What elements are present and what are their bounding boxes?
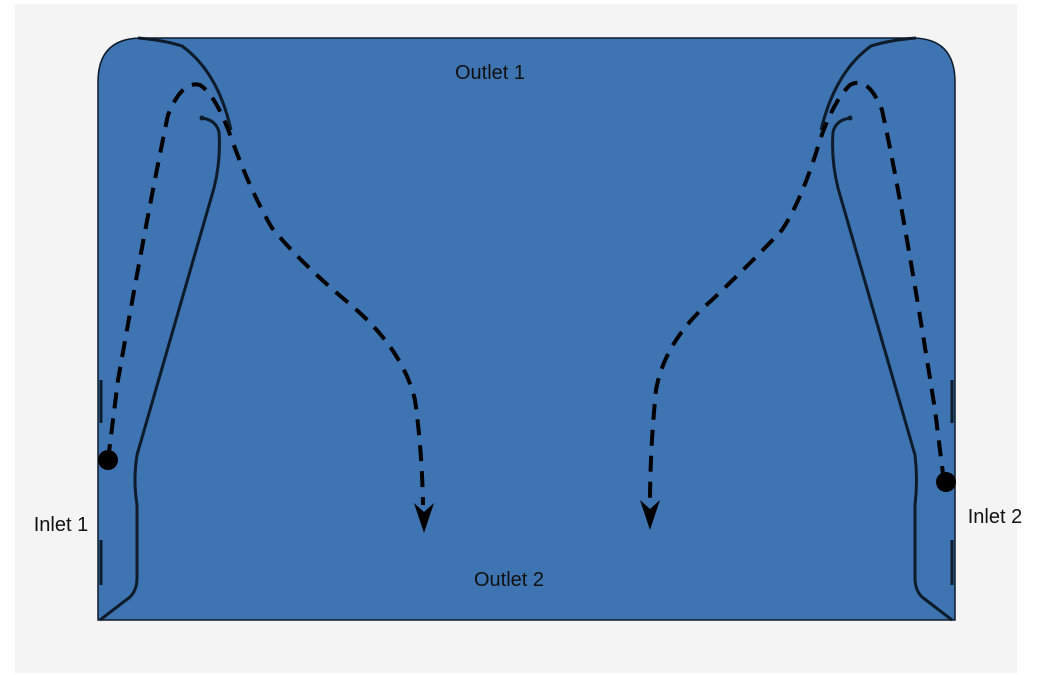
right-baffle-tip [847,115,853,121]
outlet-1-label: Outlet 1 [455,62,525,84]
left-baffle-tip [199,115,205,121]
flow-path-inlet-2 [648,80,946,506]
right-baffle-wall [831,116,953,622]
flow-path-inlet-1 [106,82,425,506]
inlet-1-label: Inlet 1 [34,514,88,536]
flow-arrowhead-2 [640,500,660,530]
right-top-deflector [819,36,917,131]
flow-arrowhead-1 [414,503,434,533]
inlet-tabs [99,380,954,585]
left-baffle-wall [99,116,221,622]
inlet-2-marker [936,472,956,492]
inlet-2-label: Inlet 2 [968,506,1022,528]
inlet-1-marker [98,450,118,470]
left-top-deflector [137,36,233,131]
outlet-2-label: Outlet 2 [474,569,544,591]
